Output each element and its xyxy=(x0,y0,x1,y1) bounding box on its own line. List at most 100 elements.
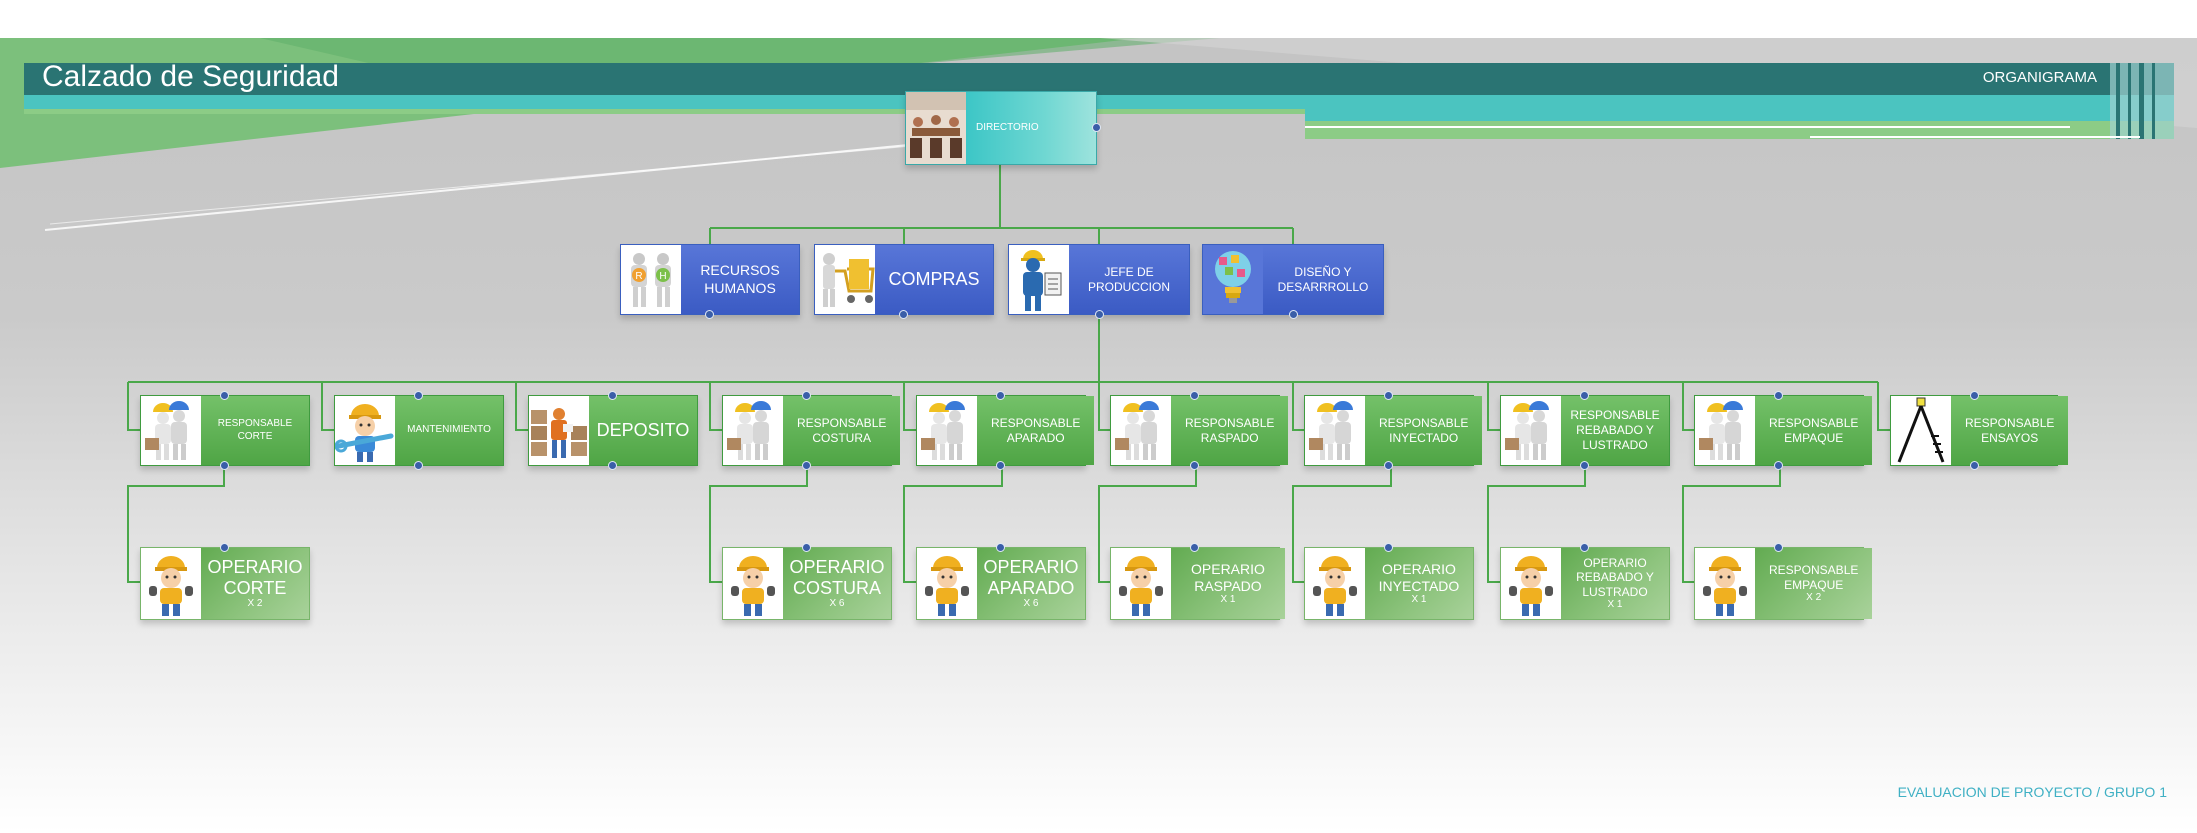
connector-line xyxy=(709,228,1294,244)
construction-workers-icon xyxy=(1501,396,1561,465)
node-responsable-inyectado[interactable]: RESPONSABLE INYECTADO xyxy=(1304,391,1483,470)
connector-handle[interactable] xyxy=(1384,391,1393,400)
node-responsable-aparado[interactable]: RESPONSABLE APARADO xyxy=(916,391,1095,470)
connector-line xyxy=(1682,464,1781,583)
connector-handle[interactable] xyxy=(1774,391,1783,400)
header-decoration xyxy=(0,38,2197,231)
connector-handle[interactable] xyxy=(996,461,1005,470)
connector-handle[interactable] xyxy=(1095,310,1104,319)
node-op-corte-label: OPERARIO CORTE xyxy=(207,557,303,598)
construction-workers-icon xyxy=(1695,396,1755,465)
node-resp-empaque-label: RESPONSABLE EMPAQUE xyxy=(1769,415,1859,445)
wrench-worker-icon xyxy=(335,396,395,465)
node-op-aparado-count: X 6 xyxy=(1023,598,1039,610)
connector-line xyxy=(1487,464,1586,583)
connector-handle[interactable] xyxy=(1970,391,1979,400)
connector-handle[interactable] xyxy=(1289,310,1298,319)
connector-handle[interactable] xyxy=(802,461,811,470)
connector-handle[interactable] xyxy=(1580,543,1589,552)
node-op-aparado-label: OPERARIO APARADO xyxy=(983,557,1079,598)
swoosh-line xyxy=(44,129,1061,231)
connector-handle[interactable] xyxy=(1774,543,1783,552)
node-responsable-raspado[interactable]: RESPONSABLE RASPADO xyxy=(1110,391,1289,470)
connector-handle[interactable] xyxy=(1580,461,1589,470)
node-responsable-rebabado[interactable]: RESPONSABLE REBABADO Y LUSTRADO xyxy=(1500,391,1670,470)
node-resp-aparado-label: RESPONSABLE APARADO xyxy=(991,415,1081,445)
green-band-right xyxy=(1305,121,2174,139)
node-directorio-label: DIRECTORIO xyxy=(976,121,1039,133)
node-resp-ensayos-label: RESPONSABLE ENSAYOS xyxy=(1965,415,2055,445)
connector-handle[interactable] xyxy=(1970,461,1979,470)
connector-handle[interactable] xyxy=(802,543,811,552)
connector-handle[interactable] xyxy=(1384,461,1393,470)
warehouse-boxes-icon xyxy=(529,396,589,465)
connector-line xyxy=(1292,464,1392,583)
worker-helmet-icon xyxy=(141,548,201,619)
construction-workers-icon xyxy=(1305,396,1365,465)
connector-handle[interactable] xyxy=(705,310,714,319)
org-connectors xyxy=(127,163,1890,583)
connector-handle[interactable] xyxy=(414,461,423,470)
connector-handle[interactable] xyxy=(996,391,1005,400)
connector-handle[interactable] xyxy=(1190,391,1199,400)
node-op-rebabado-label: OPERARIO REBABADO Y LUSTRADO xyxy=(1576,555,1654,599)
connector-line xyxy=(127,382,1890,431)
node-jefe-produccion[interactable]: JEFE DE PRODUCCION xyxy=(1008,244,1190,319)
node-mantenimiento-label: MANTENIMIENTO xyxy=(407,424,491,436)
footer-label: EVALUACION DE PROYECTO / GRUPO 1 xyxy=(1897,784,2167,800)
node-op-empaque-count: X 2 xyxy=(1806,591,1822,603)
connector-handle[interactable] xyxy=(1774,461,1783,470)
node-deposito[interactable]: DEPOSITO xyxy=(528,391,698,470)
connector-line xyxy=(903,464,1003,583)
construction-workers-icon xyxy=(723,396,783,465)
worker-helmet-icon xyxy=(1501,548,1561,619)
connector-handle[interactable] xyxy=(996,543,1005,552)
connector-handle[interactable] xyxy=(899,310,908,319)
node-responsable-empaque[interactable]: RESPONSABLE EMPAQUE xyxy=(1694,391,1873,470)
connector-line xyxy=(709,464,808,583)
construction-workers-icon xyxy=(1111,396,1171,465)
node-responsable-costura[interactable]: RESPONSABLE COSTURA xyxy=(722,391,901,470)
green-band xyxy=(24,109,1305,114)
node-recursos-humanos[interactable]: R H RECURSOS HUMANOS xyxy=(620,244,800,319)
connector-handle[interactable] xyxy=(608,461,617,470)
shopping-cart-icon xyxy=(815,245,875,314)
connector-handle[interactable] xyxy=(220,543,229,552)
title-bar xyxy=(24,63,2174,95)
node-directorio[interactable]: DIRECTORIO xyxy=(905,91,1101,165)
node-mantenimiento[interactable]: MANTENIMIENTO xyxy=(334,391,504,470)
node-responsable-ensayos[interactable]: RESPONSABLE ENSAYOS xyxy=(1890,391,2069,470)
meeting-room-icon xyxy=(906,92,966,164)
connector-handle[interactable] xyxy=(1190,461,1199,470)
connector-handle[interactable] xyxy=(1384,543,1393,552)
node-op-raspado-count: X 1 xyxy=(1220,594,1236,606)
node-responsable-corte[interactable]: RESPONSABLE CORTE xyxy=(140,391,310,470)
stripe xyxy=(2128,63,2131,139)
connector-handle[interactable] xyxy=(220,391,229,400)
node-resp-inyectado-label: RESPONSABLE INYECTADO xyxy=(1379,415,1469,445)
connector-handle[interactable] xyxy=(414,391,423,400)
connector-handle[interactable] xyxy=(1580,391,1589,400)
connector-handle[interactable] xyxy=(608,391,617,400)
node-op-corte-count: X 2 xyxy=(247,598,263,610)
node-op-inyectado-label: OPERARIO INYECTADO xyxy=(1378,560,1460,594)
node-op-inyectado-count: X 1 xyxy=(1411,594,1427,606)
node-resp-rebabado-label: RESPONSABLE REBABADO Y LUSTRADO xyxy=(1570,408,1660,452)
node-compras[interactable]: COMPRAS xyxy=(814,244,994,319)
node-diseno-desarrollo[interactable]: DISEÑO Y DESARRROLLO xyxy=(1202,244,1384,319)
connector-line xyxy=(1098,464,1197,583)
connector-handle[interactable] xyxy=(1092,123,1101,132)
connector-handle[interactable] xyxy=(220,461,229,470)
worker-helmet-icon xyxy=(723,548,783,619)
connector-handle[interactable] xyxy=(802,391,811,400)
section-label: ORGANIGRAMA xyxy=(1982,69,2097,86)
connector-handle[interactable] xyxy=(1190,543,1199,552)
node-rrhh-label: RECURSOS HUMANOS xyxy=(700,262,780,296)
